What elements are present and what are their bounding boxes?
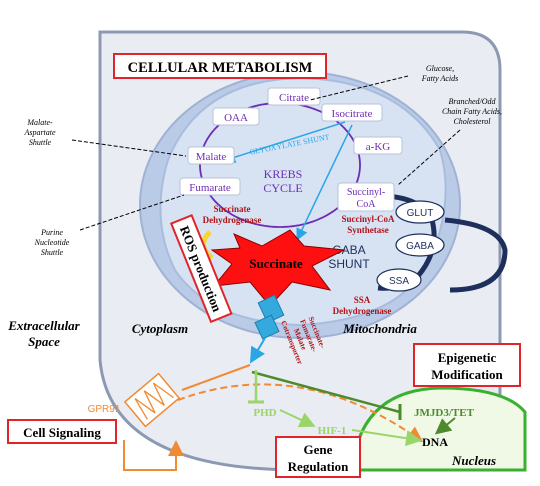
nucleus-label: Nucleus: [451, 453, 496, 468]
svg-text:GLUT: GLUT: [407, 208, 434, 219]
svg-text:Isocitrate: Isocitrate: [332, 108, 373, 120]
svg-text:a-KG: a-KG: [366, 141, 390, 153]
cellular-metabolism-box: CELLULAR METABOLISM: [113, 53, 327, 79]
gaba-shunt-label-2: SHUNT: [328, 257, 370, 271]
succinate-to-gpr91: [181, 364, 251, 391]
svg-text:Aspartate: Aspartate: [23, 128, 56, 137]
extracellular-label-1: Extracellular: [7, 318, 80, 333]
glyoxylate-shunt-arrow: [223, 121, 346, 163]
succinate-label: Succinate: [249, 256, 303, 271]
glut-node: GLUT: [395, 200, 445, 224]
malate-shuttle-pointer: [71, 139, 187, 157]
succinyl-coa-synthetase-2: Synthetase: [347, 225, 389, 235]
glucose-annotation: Glucose, Fatty Acids: [421, 64, 459, 83]
svg-text:Nucleotide: Nucleotide: [34, 238, 70, 247]
succinate-dehydrogenase-2: Dehydrogenase: [203, 215, 262, 225]
cycle-node-citrate: Citrate: [267, 87, 321, 106]
svg-text:Gene: Gene: [304, 442, 333, 457]
succinate-star: [210, 229, 346, 307]
cycle-node-succinyl-coa: Succinyl- CoA: [337, 182, 395, 212]
malate-shuttle-annotation: Malate- Aspartate Shuttle: [23, 118, 56, 147]
cytoplasm-label: Cytoplasm: [132, 321, 188, 336]
svg-text:Purine: Purine: [40, 228, 63, 237]
svg-text:Citrate: Citrate: [279, 92, 309, 104]
isocitrate-to-succinate-arrow: [296, 124, 353, 241]
cycle-node-fumarate: Fumarate: [179, 177, 241, 196]
epigenetic-modification-box: Epigenetic Modification: [413, 343, 521, 387]
hif-to-dna: [351, 429, 422, 447]
branched-pointer: [397, 129, 461, 186]
krebs-cycle-label-1: KREBS: [264, 167, 303, 181]
gpr91-dashed-arrow: [177, 383, 424, 443]
purine-shuttle-annotation: Purine Nucleotide Shuttle: [34, 228, 70, 257]
svg-text:Modification: Modification: [431, 367, 503, 382]
gpr91-feedback-arrow: [123, 440, 184, 471]
gene-regulation-box: Gene Regulation: [275, 436, 361, 478]
mitochondria-label: Mitochondria: [342, 321, 417, 336]
svg-text:SSA: SSA: [389, 276, 409, 287]
jmjd3-to-dna: [434, 417, 456, 435]
cycle-node-isocitrate: Isocitrate: [321, 103, 383, 122]
ssa-node: SSA: [376, 268, 422, 292]
extracellular-label-2: Space: [28, 334, 60, 349]
gaba-node: GABA: [395, 233, 445, 257]
svg-text:Epigenetic: Epigenetic: [438, 350, 497, 365]
hif-label: HIF-1: [318, 425, 347, 437]
svg-text:Chain Fatty Acids,: Chain Fatty Acids,: [442, 107, 502, 116]
svg-text:Succinyl-: Succinyl-: [347, 187, 385, 198]
succinyl-coa-synthetase-1: Succinyl-CoA: [341, 214, 395, 224]
svg-text:GABA: GABA: [406, 241, 434, 252]
phd-label: PHD: [253, 407, 276, 419]
gpr91-label: GPR91: [88, 404, 121, 415]
cell-signaling-box: Cell Signaling: [7, 419, 117, 444]
svg-text:OAA: OAA: [224, 112, 248, 124]
svg-text:Fatty Acids: Fatty Acids: [421, 74, 459, 83]
gaba-shunt-label-1: GABA: [332, 243, 365, 257]
cycle-node-akg: a-KG: [353, 136, 403, 155]
svg-text:CELLULAR METABOLISM: CELLULAR METABOLISM: [128, 60, 313, 76]
cycle-node-oaa: OAA: [212, 107, 260, 126]
svg-text:CoA: CoA: [357, 199, 377, 210]
succinate-to-jmjd3: [251, 370, 401, 414]
jmjd3-label: JMJD3/TET: [414, 407, 475, 419]
svg-text:Glucose,: Glucose,: [426, 64, 454, 73]
branched-annotation: Branched/Odd Chain Fatty Acids, Choleste…: [442, 97, 502, 126]
cycle-node-malate: Malate: [187, 146, 235, 165]
svg-text:Shuttle: Shuttle: [29, 138, 52, 147]
svg-text:Cholesterol: Cholesterol: [453, 117, 491, 126]
transporter-icon: [254, 294, 285, 340]
gpr91-receptor-icon: [123, 372, 181, 428]
svg-text:Malate-: Malate-: [26, 118, 53, 127]
succinate-dehydrogenase-1: Succinate: [214, 204, 251, 214]
dna-label: DNA: [422, 435, 448, 449]
ssa-dehydrogenase-2: Dehydrogenase: [333, 306, 392, 316]
purine-shuttle-pointer: [79, 194, 185, 231]
svg-text:Regulation: Regulation: [288, 459, 349, 474]
svg-text:Fumarate: Fumarate: [189, 182, 231, 194]
transporter-arrow: [249, 337, 266, 364]
glut-arc: [444, 217, 508, 293]
svg-text:Malate: Malate: [196, 151, 227, 163]
glucose-pointer: [309, 75, 409, 101]
svg-text:Branched/Odd: Branched/Odd: [448, 97, 496, 106]
svg-text:Cell Signaling: Cell Signaling: [23, 425, 101, 440]
ssa-dehydrogenase-1: SSA: [354, 295, 371, 305]
svg-text:Shuttle: Shuttle: [41, 248, 64, 257]
phd-to-hif: [279, 409, 316, 428]
krebs-cycle-label-2: CYCLE: [263, 181, 302, 195]
